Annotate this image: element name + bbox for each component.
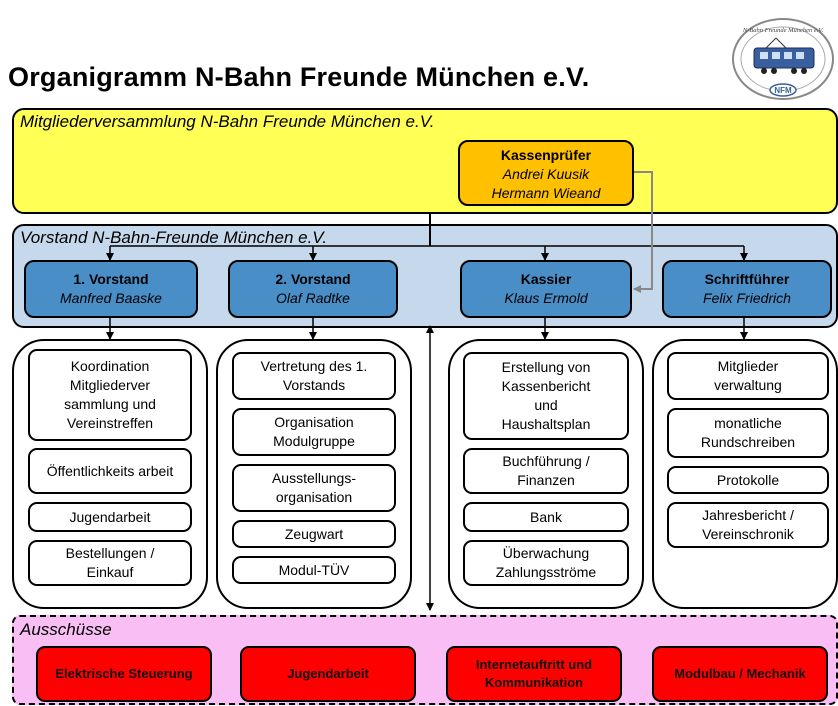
club-logo: NFM N-Bahn Freunde München e.V.: [730, 16, 836, 102]
committee-jugendarbeit: Jugendarbeit: [240, 646, 416, 702]
committee-elektrische-steuerung: Elektrische Steuerung: [36, 646, 212, 702]
committee-internetauftritt: Internetauftritt und Kommunikation: [446, 646, 622, 702]
role-name: Olaf Radtke: [276, 290, 350, 306]
task-item: Modul-TÜV: [232, 556, 396, 584]
role-name: Klaus Ermold: [504, 290, 588, 306]
role-box-1-vorstand: 1. Vorstand Manfred Baaske: [24, 260, 198, 318]
task-item: Koordination Mitgliederver sammlung und …: [28, 349, 192, 441]
role-title: 1. Vorstand: [73, 271, 149, 287]
committee-modulbau: Modulbau / Mechanik: [652, 646, 828, 702]
task-item: Bank: [463, 502, 629, 532]
role-box-kassier: Kassier Klaus Ermold: [460, 260, 632, 318]
task-item: Jahresbericht / Vereinschronik: [667, 502, 829, 548]
role-name: Manfred Baaske: [60, 290, 162, 306]
task-item: Überwachung Zahlungsströme: [463, 540, 629, 586]
kassenpruefer-name-2: Hermann Wieand: [491, 185, 601, 201]
kassenpruefer-box: Kassenprüfer Andrei Kuusik Hermann Wiean…: [458, 140, 634, 206]
role-box-2-vorstand: 2. Vorstand Olaf Radtke: [228, 260, 398, 318]
task-item: Bestellungen / Einkauf: [28, 540, 192, 586]
kassenpruefer-title: Kassenprüfer: [500, 147, 592, 163]
task-item: Jugendarbeit: [28, 502, 192, 532]
page-title: Organigramm N-Bahn Freunde München e.V.: [8, 62, 590, 92]
role-name: Felix Friedrich: [703, 290, 791, 306]
kassenpruefer-name-1: Andrei Kuusik: [502, 166, 590, 182]
logo-badge: NFM: [774, 86, 792, 95]
role-box-schriftfuehrer: Schriftführer Felix Friedrich: [662, 260, 832, 318]
role-title: 2. Vorstand: [275, 271, 351, 287]
mitgliederversammlung-section: [12, 108, 838, 214]
task-item: Öffentlichkeits arbeit: [28, 448, 192, 494]
ausschuesse-label: Ausschüsse: [20, 620, 112, 639]
mitgliederversammlung-label: Mitgliederversammlung N-Bahn Freunde Mün…: [20, 112, 435, 131]
task-item: Zeugwart: [232, 520, 396, 548]
task-item: Organisation Modulgruppe: [232, 408, 396, 456]
task-item: Buchführung / Finanzen: [463, 448, 629, 494]
task-item: Erstellung von Kassenbericht und Haushal…: [463, 352, 629, 440]
task-item: monatliche Rundschreiben: [667, 408, 829, 458]
task-item: Vertretung des 1. Vorstands: [232, 352, 396, 400]
task-item: Ausstellungs-organisation: [232, 464, 396, 512]
logo-text: N-Bahn Freunde München e.V.: [742, 27, 824, 34]
vorstand-label: Vorstand N-Bahn-Freunde München e.V.: [20, 228, 328, 247]
task-item: Mitglieder verwaltung: [667, 352, 829, 400]
task-item: Protokolle: [667, 466, 829, 494]
role-title: Kassier: [520, 271, 572, 287]
role-title: Schriftführer: [704, 271, 790, 287]
